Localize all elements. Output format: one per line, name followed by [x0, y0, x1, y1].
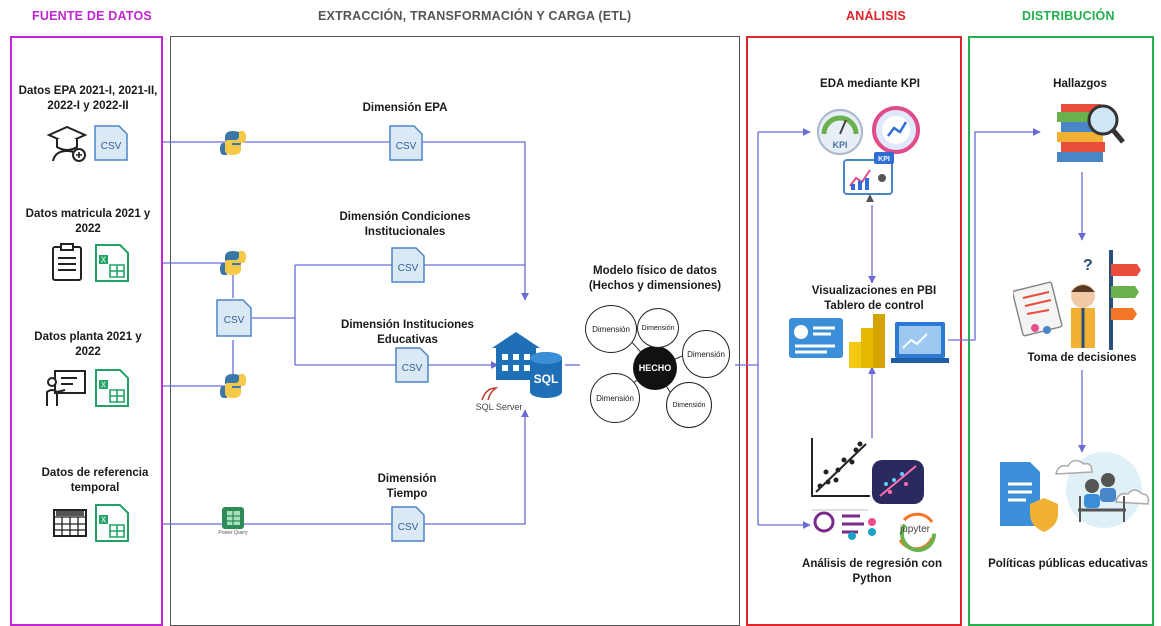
kpi-dashboard-icon: KPI KPI — [817, 106, 920, 202]
svg-text:?: ? — [1083, 257, 1093, 274]
decisiones-label: Toma de decisiones — [1027, 352, 1137, 364]
regression-chart-icon: jupyter — [811, 438, 936, 552]
sqlserver-label: SQL Server — [475, 402, 523, 412]
dim-instituciones-label: Dimensión Instituciones Educativas — [341, 319, 474, 346]
python-icon — [220, 374, 246, 398]
csv-text: CSV — [398, 263, 419, 274]
sqlserver-logo-icon — [481, 387, 498, 401]
csv-file-icon: CSV — [390, 505, 426, 548]
dimension-node: Dimensión — [682, 330, 730, 378]
hallazgos-label: Hallazgos — [1053, 78, 1107, 90]
modelo-label: Modelo físico de datos (Hechos y dimensi… — [588, 265, 722, 292]
python-icon — [220, 131, 246, 155]
svg-text:X: X — [101, 381, 107, 390]
power-query-icon — [222, 507, 244, 529]
excel-file-icon: X — [95, 244, 129, 282]
dimension-node: Dimensión — [590, 373, 640, 423]
csv-file-icon: CSV — [390, 246, 426, 289]
dim-tiempo-label: Dimensión Tiempo — [377, 473, 437, 500]
section-title-fuente: FUENTE DE DATOS — [32, 9, 152, 23]
source-label-matricula: Datos matricula 2021 y 2022 — [25, 208, 151, 235]
svg-text:X: X — [101, 516, 107, 525]
csv-file-icon: CSV — [93, 124, 129, 167]
policy-meeting-icon — [1000, 452, 1150, 532]
csv-file-icon: CSV — [388, 124, 424, 167]
books-magnifier-icon — [1057, 104, 1125, 162]
graduate-icon — [46, 125, 88, 162]
csv-text: CSV — [402, 363, 423, 374]
source-label-temporal: Datos de referencia temporal — [41, 467, 149, 494]
dimension-node: Dimensión — [666, 382, 712, 428]
csv-text: CSV — [396, 141, 417, 152]
csv-file-icon: CSV — [215, 298, 253, 343]
csv-text: CSV — [101, 141, 122, 152]
csv-text: CSV — [398, 522, 419, 533]
eda-label: EDA mediante KPI — [820, 78, 920, 90]
excel-file-icon: X — [95, 504, 129, 542]
database-icon: SQL — [492, 332, 562, 398]
clipboard-icon — [52, 243, 82, 281]
dimension-node: Dimensión — [637, 308, 679, 348]
presentation-icon — [46, 370, 86, 406]
section-title-etl: EXTRACCIÓN, TRANSFORMACIÓN Y CARGA (ETL) — [318, 9, 632, 23]
csv-file-icon: CSV — [394, 346, 430, 389]
section-title-analisis: ANÁLISIS — [846, 9, 906, 23]
svg-text:X: X — [101, 256, 107, 265]
python-icon — [220, 251, 246, 275]
calendar-icon — [53, 509, 87, 537]
dim-condiciones-label: Dimensión Condiciones Institucionales — [339, 211, 471, 238]
power-query-label: Power Query — [218, 530, 248, 536]
svg-text:KPI: KPI — [878, 156, 890, 163]
regresion-label: Análisis de regresión con Python — [802, 558, 942, 585]
dimension-node: Dimensión — [585, 305, 637, 353]
politicas-label: Políticas públicas educativas — [988, 558, 1148, 570]
jupyter-text: jupyter — [899, 524, 931, 535]
source-label-planta: Datos planta 2021 y 2022 — [34, 331, 142, 358]
csv-text: CSV — [224, 315, 245, 326]
decision-person-icon: ? — [1013, 250, 1141, 350]
powerbi-dashboard-icon — [789, 314, 949, 368]
source-label-epa: Datos EPA 2021-I, 2021-II, 2022-I y 2022… — [18, 85, 158, 112]
hecho-text: HECHO — [638, 363, 672, 373]
sql-label: SQL — [534, 372, 559, 386]
section-title-distribucion: DISTRIBUCIÓN — [1022, 9, 1115, 23]
excel-file-icon: X — [95, 369, 129, 407]
dim-epa-label: Dimensión EPA — [362, 102, 448, 114]
visualizaciones-label: Visualizaciones en PBI Tablero de contro… — [811, 285, 937, 312]
kpi-text: KPI — [832, 140, 847, 150]
hecho-node: HECHO — [633, 346, 677, 390]
